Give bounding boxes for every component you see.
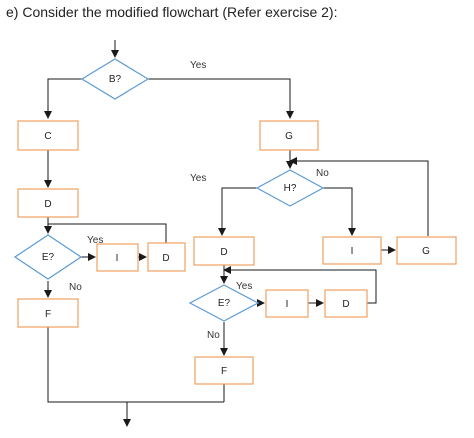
process-i-right-top-label: I [351, 246, 354, 257]
process-d-left-loop-label: D [162, 253, 169, 264]
label-h-no: No [316, 168, 329, 179]
edge-left-loop-back [48, 223, 167, 243]
decision-e-left-shape [13, 234, 83, 280]
process-f-right-label: F [221, 366, 227, 377]
process-f-right-box [194, 356, 254, 385]
edge-b-to-c [44, 78, 82, 119]
process-g-top-label: G [285, 131, 293, 142]
process-d-right-box [193, 236, 255, 266]
edge-f-left-to-merge [47, 327, 224, 403]
decision-b-label: B? [109, 74, 122, 85]
process-f-left-box [17, 298, 79, 328]
process-i-left-label: I [116, 253, 119, 264]
process-i-right-bottom-box [265, 289, 309, 318]
decision-e-left-label: E? [42, 252, 55, 263]
edge-right-loop-back [289, 157, 429, 236]
decision-b-shape [80, 58, 150, 100]
edge-h-no-to-i [323, 187, 356, 236]
label-e-left-no: No [69, 282, 82, 293]
decision-h-label: H? [284, 183, 297, 194]
process-f-left-label: F [45, 309, 51, 320]
process-d-left-loop-box [147, 242, 186, 272]
process-c-label: C [44, 131, 51, 142]
edge-right-inner-loop-back [223, 266, 377, 304]
process-d-right-bottom-label: D [342, 299, 349, 310]
decision-e-right-shape [188, 284, 260, 322]
process-i-left-box [96, 243, 139, 272]
decision-e-right: E? [188, 284, 260, 322]
process-d-left-loop: D [147, 242, 186, 272]
label-e-right-no: No [207, 330, 220, 341]
process-d-left: D [17, 188, 79, 218]
label-e-left-yes: Yes [87, 235, 103, 246]
process-d-left-label: D [44, 199, 51, 210]
process-i-right-top: I [322, 236, 382, 265]
decision-b: B? [80, 58, 150, 100]
process-i-left: I [96, 243, 139, 272]
process-i-right-bottom-label: I [286, 299, 289, 310]
process-f-left: F [17, 298, 79, 328]
process-g-top: G [259, 120, 319, 151]
process-f-right: F [194, 356, 254, 385]
process-g-right-label: G [422, 246, 430, 257]
process-c: C [17, 120, 79, 151]
process-d-right-bottom-box [324, 289, 368, 318]
process-d-left-box [17, 188, 79, 218]
process-i-right-top-box [322, 236, 382, 265]
label-b-yes: Yes [190, 60, 206, 71]
process-i-right-bottom: I [265, 289, 309, 318]
process-g-top-box [259, 120, 319, 151]
edge-h-yes-to-d [218, 187, 257, 236]
process-c-box [17, 120, 79, 151]
label-h-yes: Yes [190, 173, 206, 184]
decision-e-left: E? [13, 234, 83, 280]
process-g-right-box [396, 236, 457, 265]
exercise-heading: e) Consider the modified flowchart (Refe… [6, 4, 338, 20]
process-d-right-label: D [220, 247, 227, 258]
process-d-right-bottom: D [324, 289, 368, 318]
process-g-right: G [396, 236, 457, 265]
label-e-right-yes: Yes [236, 281, 252, 292]
decision-e-right-label: E? [218, 298, 231, 309]
decision-h-shape [255, 169, 325, 207]
edge-b-yes-to-g [148, 78, 294, 119]
decision-h: H? [255, 169, 325, 207]
process-d-right: D [193, 236, 255, 266]
